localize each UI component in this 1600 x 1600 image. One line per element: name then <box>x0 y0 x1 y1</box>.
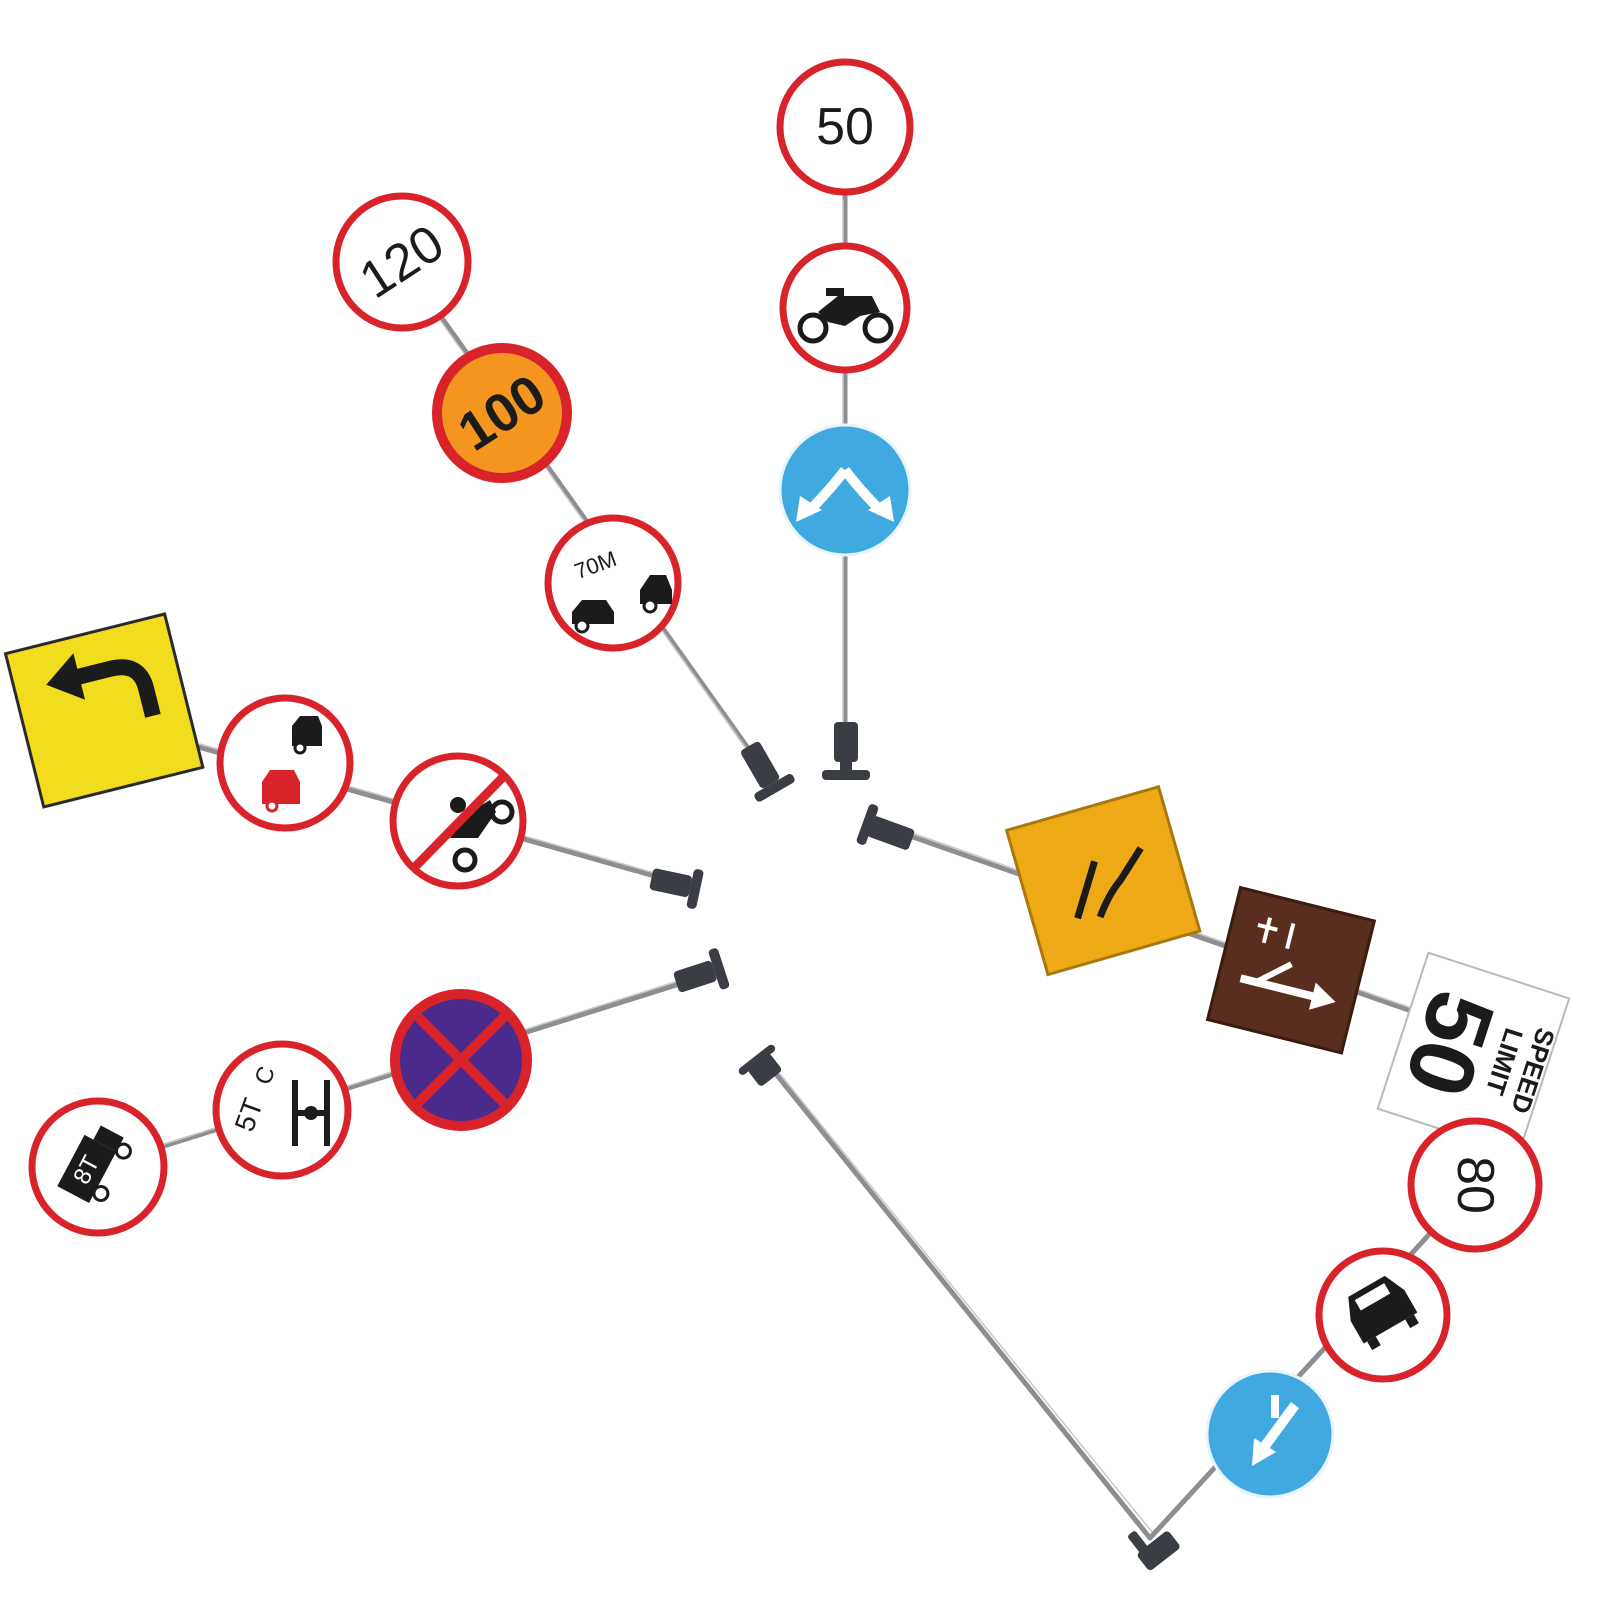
axle-load-5t-sign: 5T C <box>212 1040 352 1180</box>
sign-post-left <box>3 612 704 909</box>
axle-icon <box>292 1080 330 1146</box>
no-overtaking-sign: 70M <box>544 514 682 652</box>
weight-limit-8t-sign: 8T <box>28 1097 168 1237</box>
road-narrows-sign <box>1004 784 1202 977</box>
keep-left-sign <box>1205 1369 1335 1499</box>
car-front-icon <box>1348 1275 1419 1351</box>
road-narrow-icon <box>1074 846 1144 920</box>
no-cars-sign <box>1315 1247 1451 1383</box>
post-base <box>741 741 795 802</box>
speed-limit-50-label: 50 <box>816 98 874 156</box>
sign-post-bottom: 80 <box>738 1044 1543 1571</box>
motorcycle-icon <box>797 288 894 344</box>
no-stopping-icon <box>414 1013 508 1107</box>
diverging-arrows-icon <box>796 466 894 522</box>
speed-limit-80-sign: 80 <box>1407 1117 1543 1253</box>
curve-left-arrow-icon <box>46 653 161 718</box>
curve-warning-sign <box>3 612 205 809</box>
post-base <box>673 948 730 993</box>
post-base-bottom <box>1128 1531 1180 1571</box>
post-base <box>822 722 870 780</box>
speed-limit-80-label: 80 <box>1446 1156 1504 1214</box>
no-overtaking-two-cars-sign <box>216 694 354 832</box>
no-motorcycle-icon <box>450 797 515 873</box>
truck-icon: 8T <box>57 1125 132 1204</box>
diverging-arrows-sign <box>778 423 912 557</box>
no-motorcycle-sign <box>779 242 911 374</box>
no-motorcycle-prohibited-sign <box>389 752 527 890</box>
sign-post-diagonal-upper: 120 100 70M <box>332 192 795 802</box>
no-stopping-sign <box>390 989 532 1131</box>
post-base-top <box>738 1044 782 1086</box>
sign-post-vertical: 50 <box>776 58 914 780</box>
sign-post-right: SPEED LIMIT 50 <box>856 784 1571 1156</box>
speed-limit-50-sign: 50 <box>776 58 914 196</box>
two-cars-icon <box>262 716 322 813</box>
speed-limit-100-sign: 100 <box>432 343 572 483</box>
tourist-arrow-icon <box>1239 917 1336 1010</box>
car-overtake-icon <box>572 575 672 634</box>
sign-post-lower-left: 8T 5T C <box>28 948 730 1237</box>
tourist-direction-sign <box>1205 885 1377 1055</box>
post-base <box>649 868 704 909</box>
post-base <box>856 804 915 850</box>
keep-left-arrow-icon <box>1252 1395 1300 1466</box>
speed-limit-120-sign: 120 <box>332 192 472 332</box>
